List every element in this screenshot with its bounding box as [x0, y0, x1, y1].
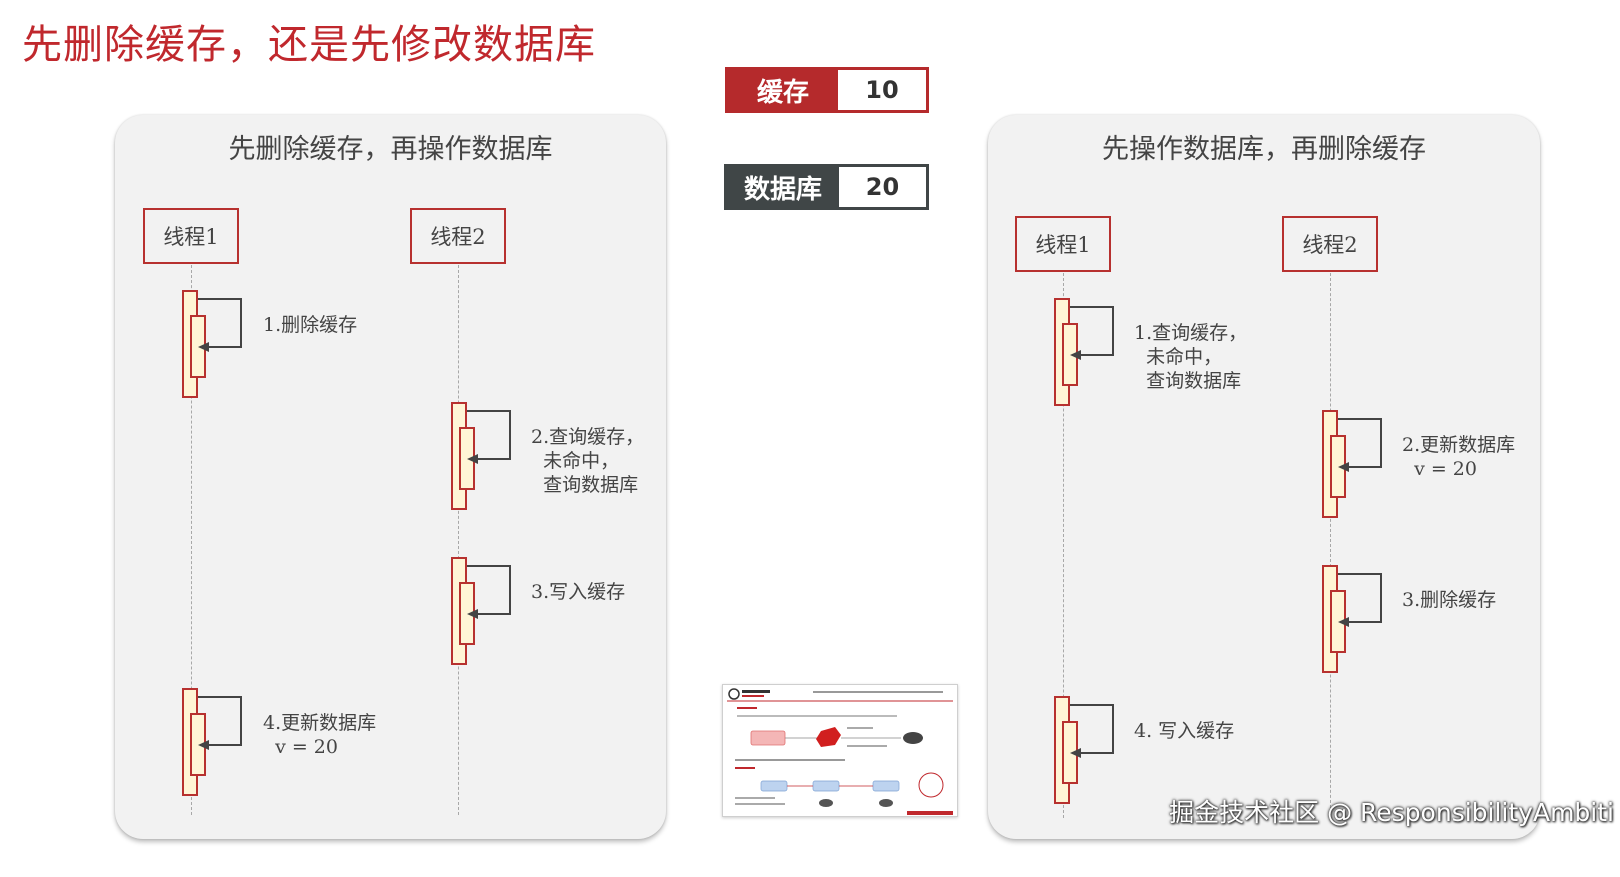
page-title: 先删除缓存，还是先修改数据库 [22, 22, 596, 68]
right-step-2-label: 2.更新数据库 v = 20 [1402, 434, 1516, 480]
right-step-4-label: 4. 写入缓存 [1134, 720, 1235, 742]
slide-thumbnail[interactable] [722, 684, 958, 817]
left-self-arrow-4 [198, 696, 242, 750]
slide-thumbnail-graphic [727, 688, 953, 815]
legend-cache-label: 缓存 [756, 77, 809, 108]
legend-cache-value: 10 [838, 70, 926, 110]
legend-cache: 缓存 10 [725, 67, 929, 113]
right-panel-title: 先操作数据库，再删除缓存 [1102, 134, 1426, 165]
left-step-3-label: 3.写入缓存 [531, 581, 626, 603]
left-panel: 先删除缓存，再操作数据库 线程1 线程2 1.删除缓存 2.查询缓存， 未命中，… [115, 115, 666, 839]
left-thread1-lifeline [191, 265, 192, 815]
right-thread2-lifeline [1330, 273, 1331, 818]
legend-db: 数据库 20 [724, 164, 929, 210]
left-thread2-box: 线程2 [410, 208, 506, 264]
right-panel: 先操作数据库，再删除缓存 线程1 线程2 1.查询缓存， 未命中， 查询数据库 … [988, 115, 1540, 839]
left-self-arrow-2 [467, 410, 511, 464]
left-panel-title: 先删除缓存，再操作数据库 [228, 134, 553, 165]
right-thread2-box: 线程2 [1282, 216, 1378, 272]
right-self-arrow-4 [1070, 704, 1114, 758]
watermark: 掘金技术社区 @ ResponsibilityAmbiti [1169, 798, 1614, 827]
right-self-arrow-3 [1338, 573, 1382, 627]
right-self-arrow-2 [1338, 418, 1382, 472]
left-self-arrow-3 [467, 565, 511, 619]
legend-db-label: 数据库 [743, 174, 822, 205]
right-step-3-label: 3.删除缓存 [1402, 589, 1497, 611]
right-step-1-label: 1.查询缓存， 未命中， 查询数据库 [1134, 322, 1248, 392]
left-self-arrow-1 [198, 298, 242, 352]
right-thread1-lifeline [1063, 273, 1064, 818]
left-step-1-label: 1.删除缓存 [263, 314, 358, 336]
right-self-arrow-1 [1070, 306, 1114, 360]
left-thread2-lifeline [458, 265, 459, 815]
left-thread1-box: 线程1 [143, 208, 239, 264]
left-step-2-label: 2.查询缓存， 未命中， 查询数据库 [531, 426, 645, 496]
right-thread1-box: 线程1 [1015, 216, 1111, 272]
legend-db-value: 20 [839, 167, 926, 207]
left-step-4-label: 4.更新数据库 v = 20 [263, 712, 377, 758]
